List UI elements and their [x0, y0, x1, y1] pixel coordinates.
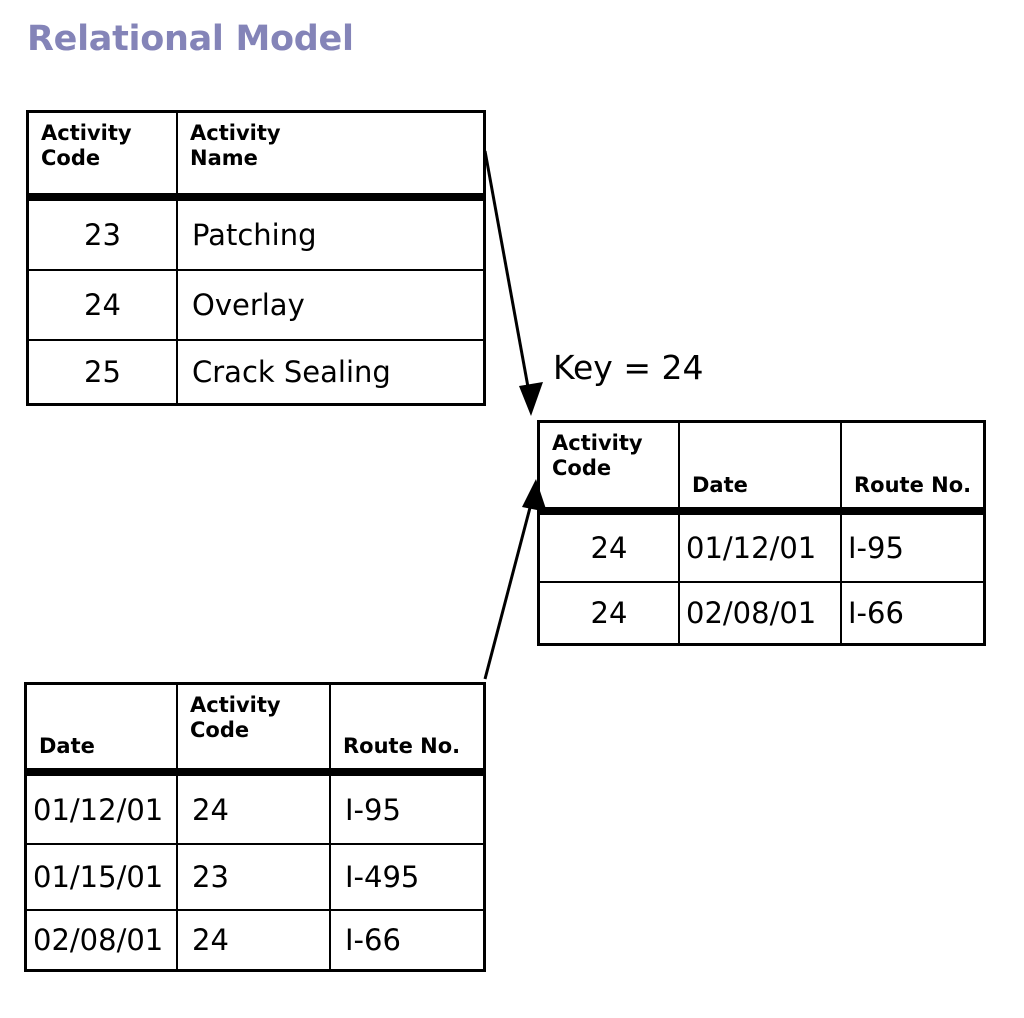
table-row: 02/08/01 24 I-66 [27, 911, 483, 969]
table-row: 25 Crack Sealing [29, 341, 483, 403]
table-row: 24 02/08/01 I-66 [540, 583, 983, 643]
cell-activity-code: 24 [590, 596, 628, 630]
header-separator-rule [27, 768, 483, 776]
table-row: 23 Patching [29, 201, 483, 269]
table-header-row: Date Activity Code Route No. [27, 685, 483, 768]
row-divider [27, 843, 483, 845]
cell-date: 01/12/01 [678, 515, 840, 581]
cell-activity-code: 23 [84, 218, 121, 252]
column-header-activity-name: Activity Name [176, 113, 483, 193]
row-divider [29, 339, 483, 341]
cell-date: 01/15/01 [33, 860, 164, 894]
cell-activity-code: 24 [176, 776, 329, 843]
table-row: 24 01/12/01 I-95 [540, 515, 983, 581]
cell-route-no: I-66 [840, 583, 983, 643]
cell-route-no: I-95 [840, 515, 983, 581]
row-divider [27, 909, 483, 911]
column-header-route-no: Route No. [840, 423, 983, 507]
activity-to-joined-arrow [483, 150, 543, 416]
column-header-activity-code: Activity Code [552, 431, 643, 480]
cell-activity-code: 24 [176, 911, 329, 969]
header-separator-rule [29, 193, 483, 201]
row-divider [29, 269, 483, 271]
column-header-activity-code: Activity Code [176, 685, 329, 768]
column-header-activity-code: Activity Code [41, 121, 132, 170]
cell-route-no: I-66 [329, 911, 483, 969]
cell-route-no: I-495 [329, 845, 483, 909]
cell-activity-code: 24 [84, 288, 121, 322]
work-log-table: Date Activity Code Route No. 01/12/01 24… [24, 682, 486, 972]
cell-date: 01/12/01 [33, 792, 164, 827]
table-row: 24 Overlay [29, 271, 483, 339]
row-divider [540, 581, 983, 583]
cell-activity-name: Overlay [176, 271, 483, 339]
header-separator-rule [540, 507, 983, 515]
table-header-row: Activity Code Date Route No. [540, 423, 983, 507]
table-row: 01/12/01 24 I-95 [27, 776, 483, 843]
table-header-row: Activity Code Activity Name [29, 113, 483, 193]
table-row: 01/15/01 23 I-495 [27, 845, 483, 909]
cell-activity-name: Crack Sealing [176, 341, 483, 403]
cell-activity-code: 25 [84, 355, 121, 389]
cell-date: 02/08/01 [678, 583, 840, 643]
key-annotation-label: Key = 24 [553, 348, 704, 387]
activity-table: Activity Code Activity Name 23 Patching … [26, 110, 486, 406]
cell-date: 02/08/01 [33, 923, 164, 957]
page-title: Relational Model [27, 19, 354, 59]
cell-activity-name: Patching [176, 201, 483, 269]
column-header-route-no: Route No. [329, 685, 483, 768]
cell-activity-code: 24 [590, 531, 628, 565]
cell-activity-code: 23 [176, 845, 329, 909]
cell-route-no: I-95 [329, 776, 483, 843]
joined-result-table: Activity Code Date Route No. 24 01/12/01… [537, 420, 986, 646]
column-header-date: Date [678, 423, 840, 507]
column-header-date: Date [39, 734, 95, 758]
